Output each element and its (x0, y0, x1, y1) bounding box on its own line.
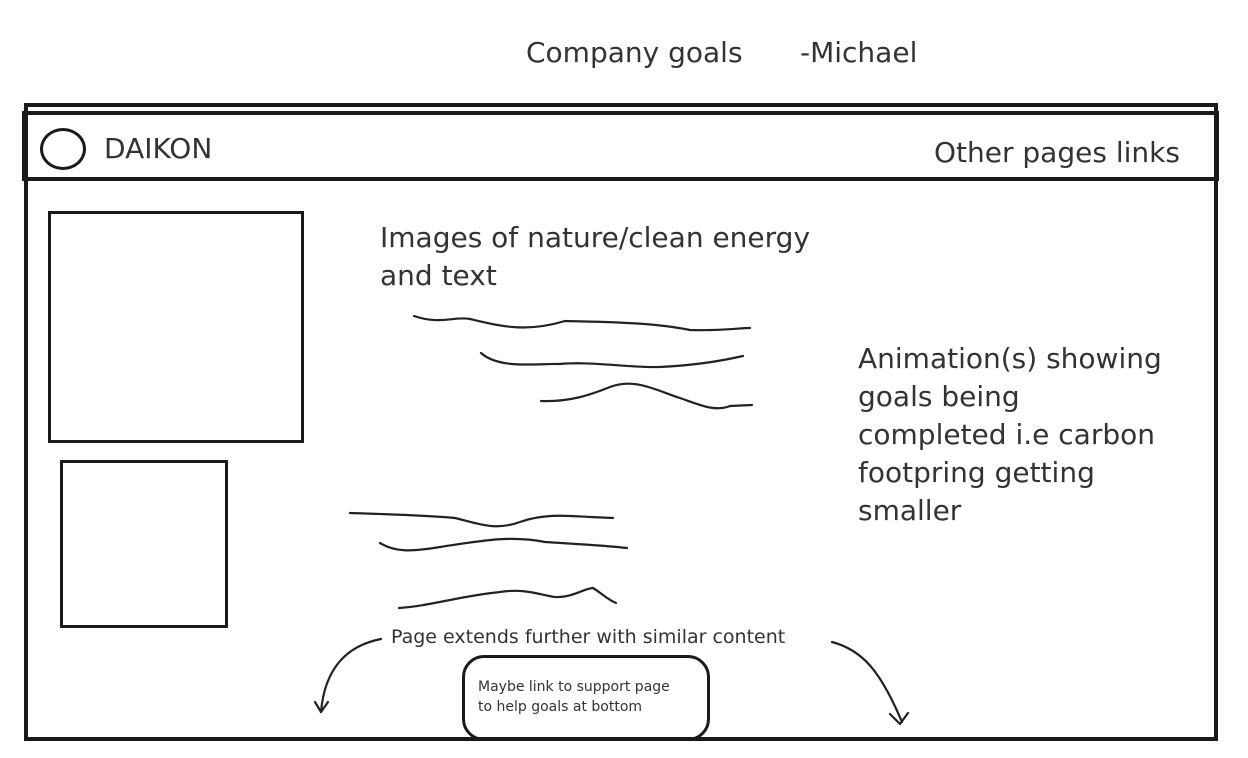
images-note-line: and text (380, 259, 497, 292)
sketch-title: Company goals (526, 36, 743, 69)
image-placeholder-large (48, 211, 304, 443)
brand-name[interactable]: DAIKON (104, 132, 213, 165)
images-note: Images of nature/clean energy and text (380, 219, 840, 295)
text-squiggle-1 (412, 314, 752, 332)
support-link-box[interactable] (462, 655, 710, 741)
animation-note-line: goals being (858, 380, 1020, 413)
nav-links[interactable]: Other pages links (934, 136, 1180, 169)
animation-note: Animation(s) showing goals being complet… (858, 340, 1198, 530)
sketch-author: -Michael (800, 36, 918, 69)
curved-arrow-icon (319, 637, 383, 714)
image-placeholder-small (60, 460, 228, 628)
text-squiggle-5 (378, 537, 629, 552)
extends-note: Page extends further with similar conten… (391, 626, 786, 648)
curved-arrow-icon (830, 640, 904, 724)
animation-note-line: smaller (858, 494, 962, 527)
text-squiggle-6 (397, 586, 618, 610)
animation-note-line: Animation(s) showing (858, 342, 1162, 375)
support-note-line: to help goals at bottom (478, 699, 643, 715)
animation-note-line: completed i.e carbon (858, 418, 1155, 451)
logo-circle-icon[interactable] (40, 128, 86, 170)
animation-note-line: footpring getting (858, 456, 1095, 489)
support-note: Maybe link to support page to help goals… (478, 677, 703, 717)
text-squiggle-4 (348, 511, 615, 528)
text-squiggle-3 (539, 382, 754, 410)
images-note-line: Images of nature/clean energy (380, 221, 811, 254)
text-squiggle-2 (479, 351, 745, 369)
curved-arrow-icon (888, 711, 910, 726)
curved-arrow-icon (313, 700, 330, 714)
header-bar (22, 111, 1219, 181)
support-note-line: Maybe link to support page (478, 679, 670, 695)
